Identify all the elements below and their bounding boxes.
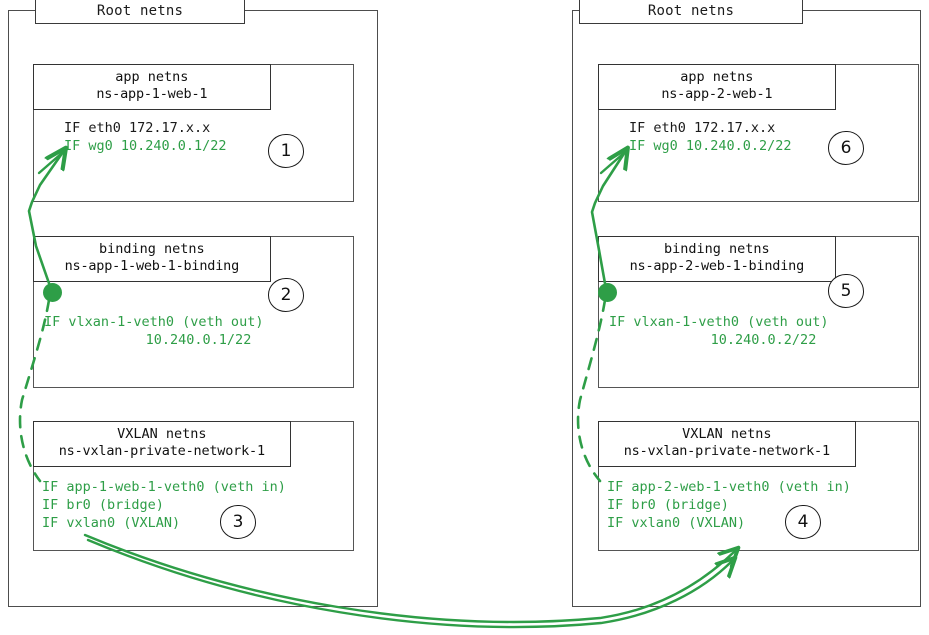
interface-line: IF vxlan0 (VXLAN) <box>607 515 746 531</box>
root-netns-right-title: Root netns <box>579 0 803 24</box>
interface-line: IF vlxan-1-veth0 (veth out) <box>609 314 829 330</box>
root-netns-left: Root netns <box>8 0 378 607</box>
ns-box-vxlan-2-header: VXLAN netns ns-vxlan-private-network-1 <box>597 420 856 467</box>
ns-box-binding-1: binding netns ns-app-1-web-1-binding IF … <box>32 235 354 388</box>
ns-box-binding-1-header-line1: binding netns <box>98 241 205 258</box>
interface-line: IF vlxan-1-veth0 (veth out) <box>44 314 264 330</box>
ns-box-vxlan-1-interfaces: IF app-1-web-1-veth0 (veth in) IF br0 (b… <box>34 478 353 532</box>
step-marker-4: 4 <box>785 505 821 539</box>
ns-box-app-2-interfaces: IF eth0 172.17.x.x IF wg0 10.240.0.2/22 <box>599 119 918 155</box>
ns-box-vxlan-1-header-line2: ns-vxlan-private-network-1 <box>58 443 265 460</box>
root-netns-left-title: Root netns <box>35 0 245 24</box>
ns-box-app-1-header: app netns ns-app-1-web-1 <box>32 63 271 110</box>
interface-line: IF app-2-web-1-veth0 (veth in) <box>607 479 851 495</box>
interface-line: 10.240.0.1/22 <box>145 332 252 348</box>
interface-line: IF wg0 10.240.0.2/22 <box>629 138 792 154</box>
ns-box-vxlan-1: VXLAN netns ns-vxlan-private-network-1 I… <box>32 420 354 551</box>
veth-endpoint-dot-left <box>43 283 62 302</box>
ns-box-binding-1-interfaces: IF vlxan-1-veth0 (veth out) 10.240.0.1/2… <box>34 313 353 349</box>
ns-box-app-1-interfaces: IF eth0 172.17.x.x IF wg0 10.240.0.1/22 <box>34 119 353 155</box>
step-marker-2: 2 <box>268 278 304 312</box>
ns-box-vxlan-1-header-line1: VXLAN netns <box>117 426 207 443</box>
ns-box-app-2-header: app netns ns-app-2-web-1 <box>597 63 836 110</box>
ns-box-app-1-header-line1: app netns <box>115 69 189 86</box>
ns-box-app-1: app netns ns-app-1-web-1 IF eth0 172.17.… <box>32 63 354 202</box>
ns-box-binding-1-header: binding netns ns-app-1-web-1-binding <box>32 235 271 282</box>
interface-line: IF br0 (bridge) <box>42 497 164 513</box>
interface-line: IF wg0 10.240.0.1/22 <box>64 138 227 154</box>
step-marker-5: 5 <box>828 274 864 308</box>
ns-box-vxlan-2-interfaces: IF app-2-web-1-veth0 (veth in) IF br0 (b… <box>599 478 918 532</box>
interface-line: 10.240.0.2/22 <box>710 332 817 348</box>
interface-line: IF app-1-web-1-veth0 (veth in) <box>42 479 286 495</box>
interface-line: IF eth0 172.17.x.x <box>64 120 211 136</box>
ns-box-vxlan-2-header-line2: ns-vxlan-private-network-1 <box>623 443 830 460</box>
root-netns-right: Root netns <box>572 0 921 607</box>
ns-box-app-1-header-line2: ns-app-1-web-1 <box>96 86 208 103</box>
ns-box-binding-2-header-line2: ns-app-2-web-1-binding <box>629 258 805 275</box>
veth-endpoint-dot-right <box>598 283 617 302</box>
ns-box-binding-2-header-line1: binding netns <box>663 241 770 258</box>
ns-box-vxlan-1-header: VXLAN netns ns-vxlan-private-network-1 <box>32 420 291 467</box>
ns-box-app-2-header-line1: app netns <box>680 69 754 86</box>
ns-box-app-2-header-line2: ns-app-2-web-1 <box>661 86 773 103</box>
ns-box-binding-2-header: binding netns ns-app-2-web-1-binding <box>597 235 836 282</box>
interface-line: IF vxlan0 (VXLAN) <box>42 515 181 531</box>
interface-line: IF eth0 172.17.x.x <box>629 120 776 136</box>
ns-box-binding-2-interfaces: IF vlxan-1-veth0 (veth out) 10.240.0.2/2… <box>599 313 918 349</box>
ns-box-binding-1-header-line2: ns-app-1-web-1-binding <box>64 258 240 275</box>
ns-box-binding-2: binding netns ns-app-2-web-1-binding IF … <box>597 235 919 388</box>
step-marker-6: 6 <box>828 131 864 165</box>
interface-line: IF br0 (bridge) <box>607 497 729 513</box>
ns-box-vxlan-2: VXLAN netns ns-vxlan-private-network-1 I… <box>597 420 919 551</box>
step-marker-3: 3 <box>220 505 256 539</box>
ns-box-app-2: app netns ns-app-2-web-1 IF eth0 172.17.… <box>597 63 919 202</box>
ns-box-vxlan-2-header-line1: VXLAN netns <box>682 426 772 443</box>
step-marker-1: 1 <box>268 134 304 168</box>
